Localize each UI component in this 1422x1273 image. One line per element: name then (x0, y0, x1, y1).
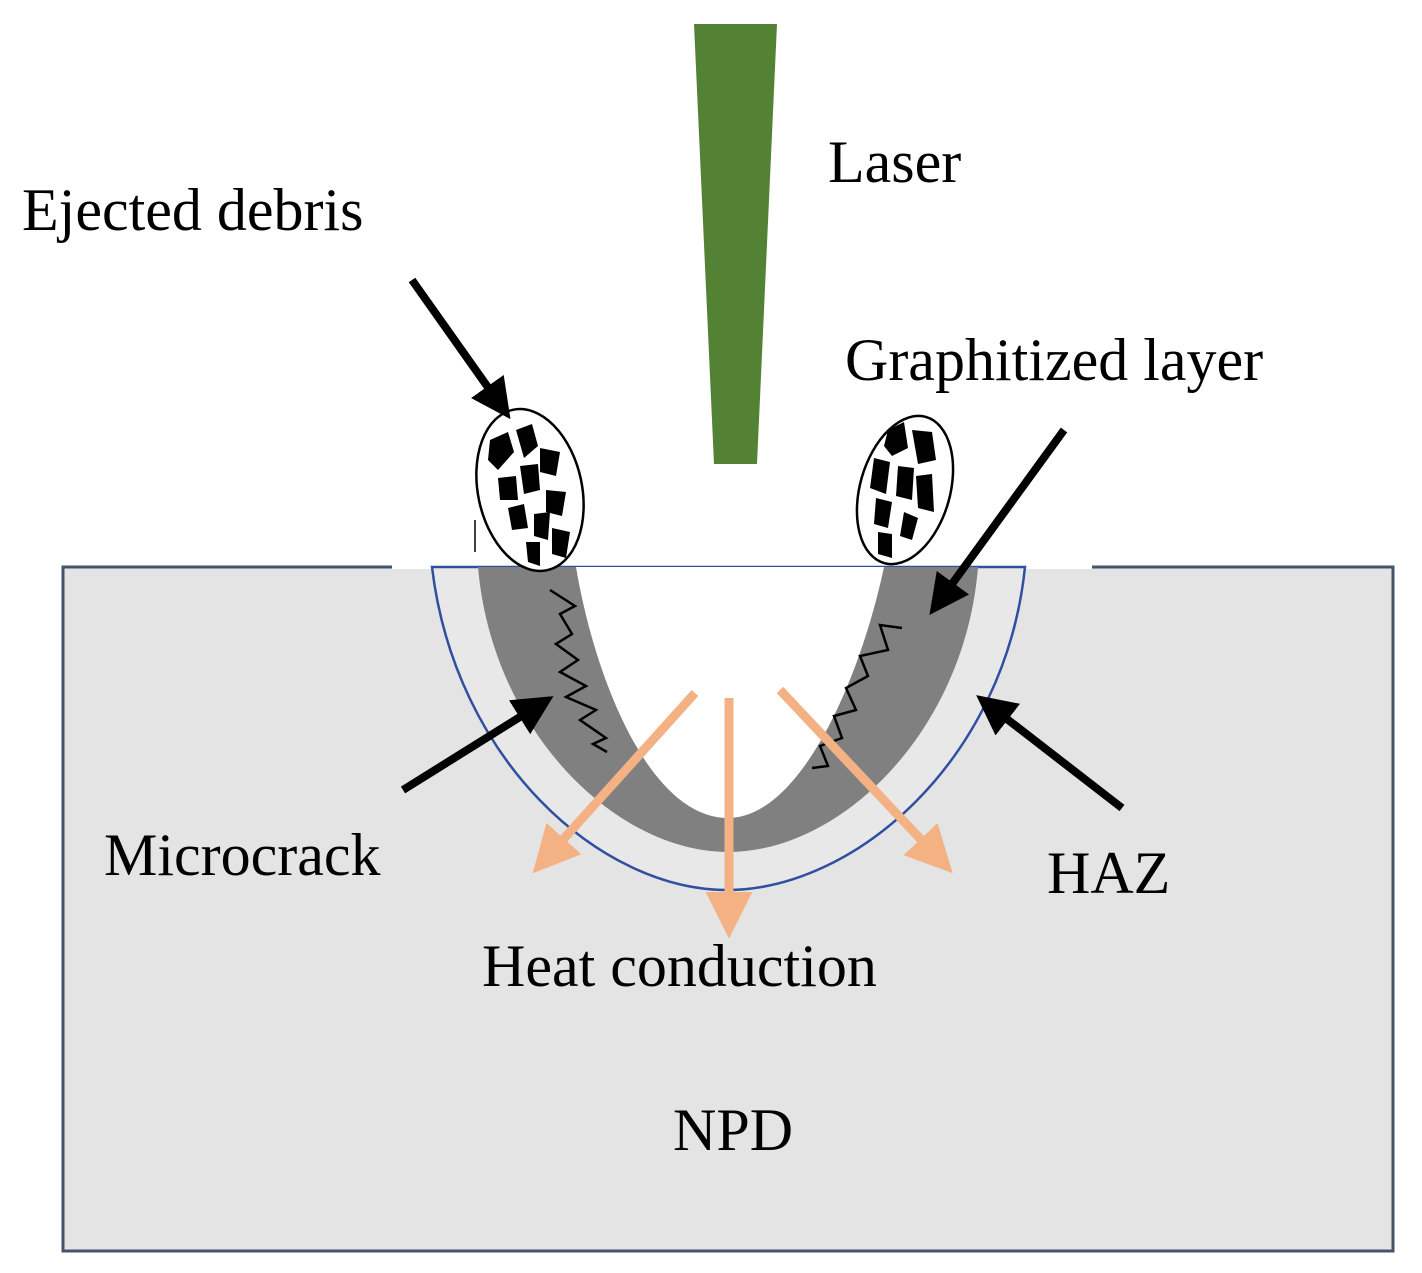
haz-pointer-arrow (976, 695, 1125, 812)
debris-particle (520, 464, 540, 494)
heat-conduction-arrows (532, 686, 953, 939)
debris-particle (884, 422, 908, 456)
laser-beam (694, 24, 777, 464)
debris-particle (896, 466, 914, 500)
ejected-debris-right (855, 414, 955, 566)
laser-label: Laser (828, 129, 961, 195)
heat-conduction-label: Heat conduction (482, 933, 877, 999)
graphitized-pointer-arrow (929, 427, 1068, 616)
debris-particle (498, 476, 518, 500)
debris-particle (878, 532, 892, 558)
debris-particle (900, 512, 918, 540)
debris-particle (540, 448, 560, 476)
graphitized-layer-label: Graphitized layer (845, 327, 1263, 393)
debris-particle (534, 512, 550, 540)
npd-label: NPD (673, 1097, 793, 1163)
microcrack-label: Microcrack (104, 822, 381, 888)
ejected-debris-label: Ejected debris (22, 177, 364, 243)
debris-particle (546, 490, 566, 516)
crater-cavity (576, 567, 884, 818)
microcrack-right (811, 623, 903, 770)
debris-pointer-arrow (408, 277, 511, 420)
debris-particle (526, 542, 540, 566)
debris-particle (552, 528, 570, 558)
debris-particle (874, 498, 892, 528)
debris-particle (916, 474, 934, 512)
debris-particle (870, 458, 890, 494)
debris-particle (912, 430, 936, 464)
ejected-debris-left (474, 407, 585, 573)
heat-arrow-left (532, 689, 699, 874)
microcrack-left (549, 588, 609, 754)
heat-arrow-right (776, 686, 953, 874)
pointer-arrows (400, 277, 1125, 812)
haz-label: HAZ (1047, 840, 1170, 906)
microcrack-pointer-arrow (400, 696, 554, 794)
debris-particle (488, 432, 514, 470)
debris-particle (508, 504, 528, 530)
debris-particle (516, 424, 538, 458)
crater-opening (392, 558, 1092, 569)
